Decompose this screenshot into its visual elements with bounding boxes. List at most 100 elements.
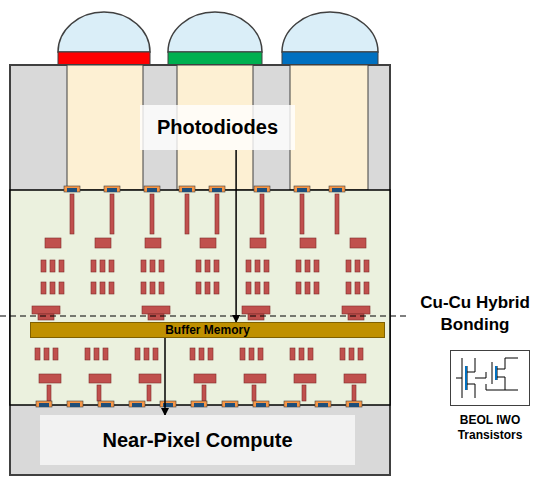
metal-segment xyxy=(190,348,195,360)
metal-segment xyxy=(185,194,189,234)
metal-segment xyxy=(246,282,251,294)
metal-segment xyxy=(182,188,192,192)
metal-segment xyxy=(209,186,225,192)
metal-segment xyxy=(284,401,300,407)
metal-segment xyxy=(53,348,58,360)
metal-segment xyxy=(142,306,170,314)
photodiode-well xyxy=(290,65,368,190)
metal-segment xyxy=(103,348,108,360)
inset-box: BEOL IWO Transistors xyxy=(450,350,530,406)
memory-bar: Buffer Memory xyxy=(30,322,385,338)
metal-segment xyxy=(70,403,80,407)
metal-segment xyxy=(348,314,364,320)
metal-segment xyxy=(179,186,195,192)
color-filter xyxy=(168,52,262,65)
metal-segment xyxy=(44,348,49,360)
metal-segment xyxy=(141,282,146,294)
metal-segment xyxy=(67,401,83,407)
metal-segment xyxy=(64,186,80,192)
metal-segment xyxy=(355,282,360,294)
metal-segment xyxy=(299,348,304,360)
metal-segment xyxy=(141,260,146,272)
metal-segment xyxy=(214,282,219,294)
metal-segment xyxy=(135,348,140,360)
metal-segment xyxy=(104,186,120,192)
metal-segment xyxy=(35,348,40,360)
color-filter xyxy=(282,52,378,65)
metal-segment xyxy=(196,260,201,272)
metal-segment xyxy=(302,385,306,401)
transistor-schematic xyxy=(456,358,518,398)
microlens xyxy=(282,12,378,52)
metal-segment xyxy=(364,260,369,272)
chip-body xyxy=(10,65,390,475)
metal-segment xyxy=(91,260,96,272)
metal-segment xyxy=(255,260,260,272)
metal-segment xyxy=(109,282,114,294)
metal-segment xyxy=(67,188,77,192)
metal-segment xyxy=(139,374,161,383)
metal-segment xyxy=(364,282,369,294)
microlens xyxy=(58,12,150,52)
metal-segment xyxy=(244,374,266,383)
metal-segment xyxy=(346,282,351,294)
metal-segment xyxy=(91,282,96,294)
metal-segment xyxy=(287,403,297,407)
metal-segment xyxy=(342,306,370,314)
metal-segment xyxy=(98,401,114,407)
compute-box: Near-Pixel Compute xyxy=(40,415,355,465)
metal-segment xyxy=(296,282,301,294)
metal-segment xyxy=(107,188,117,192)
metal-segment xyxy=(256,403,266,407)
metal-segment xyxy=(39,403,49,407)
node-text: Near-Pixel Compute xyxy=(102,429,292,452)
metal-segment xyxy=(246,260,251,272)
metal-segment xyxy=(264,260,269,272)
metal-segment xyxy=(358,348,363,360)
metal-segment xyxy=(100,260,105,272)
metal-segment xyxy=(352,385,356,401)
metal-segment xyxy=(147,385,151,401)
metal-segment xyxy=(95,238,111,248)
metal-segment xyxy=(47,385,51,401)
metal-segment xyxy=(340,348,345,360)
metal-segment xyxy=(332,188,342,192)
metal-segment xyxy=(202,385,206,401)
metal-segment xyxy=(225,403,235,407)
metal-segment xyxy=(150,282,155,294)
flow-arrow xyxy=(235,150,237,322)
metal-segment xyxy=(214,260,219,272)
metal-segment xyxy=(294,374,316,383)
metal-segment xyxy=(159,282,164,294)
metal-segment xyxy=(290,348,295,360)
node-text: Buffer Memory xyxy=(165,323,250,337)
metal-segment xyxy=(144,186,160,192)
metal-segment xyxy=(264,282,269,294)
interconnect xyxy=(32,186,370,407)
metal-segment xyxy=(41,260,46,272)
metal-segment xyxy=(59,260,64,272)
metal-segment xyxy=(314,260,319,272)
metal-segment xyxy=(191,401,207,407)
metal-segment xyxy=(250,238,266,248)
metal-segment xyxy=(94,348,99,360)
metal-segment xyxy=(215,194,219,234)
metal-segment xyxy=(41,282,46,294)
metal-segment xyxy=(36,401,52,407)
metal-segment xyxy=(349,403,359,407)
color-filter xyxy=(58,52,150,65)
label-box: Photodiodes xyxy=(140,105,295,150)
metal-segment xyxy=(101,403,111,407)
metal-segment xyxy=(249,348,254,360)
metal-segment xyxy=(297,188,307,192)
bond-line xyxy=(0,315,410,316)
metal-segment xyxy=(100,282,105,294)
metal-segment xyxy=(254,186,270,192)
metal-segment xyxy=(315,401,331,407)
metal-segment xyxy=(350,238,366,248)
metal-segment xyxy=(97,385,101,401)
metal-segment xyxy=(160,401,176,407)
metal-segment xyxy=(257,188,267,192)
metal-segment xyxy=(305,282,310,294)
